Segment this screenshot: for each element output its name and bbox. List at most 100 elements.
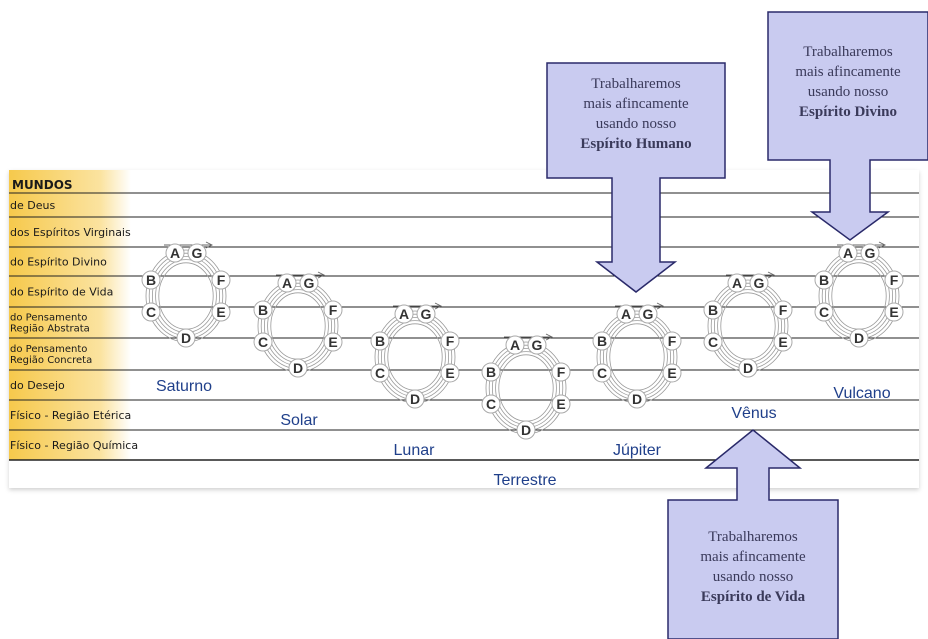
globe-letter: C	[375, 365, 385, 381]
period-name: Vênus	[731, 405, 776, 422]
globe-node	[592, 363, 612, 383]
globe-node	[141, 270, 161, 290]
world-label: Físico - Região Etérica	[10, 409, 131, 422]
globe-node	[773, 300, 793, 320]
callout-jupiter-emphasis: Espírito Humano	[580, 136, 692, 152]
globe-node	[211, 270, 231, 290]
globe-node	[884, 302, 904, 322]
globe-letter: D	[521, 422, 531, 438]
globe-node	[849, 328, 869, 348]
globe-letter: E	[667, 365, 676, 381]
globe-node	[505, 335, 525, 355]
globe-node	[616, 304, 636, 324]
globe-letter: B	[708, 302, 718, 318]
callout-venus-line-1: Trabalharemos	[708, 529, 798, 545]
period-name: Júpiter	[613, 442, 662, 459]
globe-letter: A	[282, 275, 292, 291]
globe-node	[884, 270, 904, 290]
globe-letter: A	[510, 337, 520, 353]
globe-letter: D	[181, 330, 191, 346]
globe-node	[299, 273, 319, 293]
globe-letter: A	[732, 275, 742, 291]
period-name: Saturno	[156, 378, 212, 395]
globe-letter: G	[754, 275, 765, 291]
globe-letter: C	[258, 334, 268, 350]
globe-letter: D	[410, 391, 420, 407]
globe-group: ABC D EFG	[141, 241, 231, 348]
worlds-header: MUNDOS	[12, 178, 73, 192]
globe-node	[370, 363, 390, 383]
callout-jupiter-line-2: mais afincamente	[583, 96, 689, 112]
globe-node	[323, 332, 343, 352]
globe-letter: F	[446, 333, 455, 349]
globe-node	[253, 300, 273, 320]
globe-letter: G	[192, 245, 203, 261]
globe-node	[440, 331, 460, 351]
globe-node	[627, 389, 647, 409]
globe-node	[176, 328, 196, 348]
callout-venus: Trabalharemos mais afincamente usando no…	[668, 527, 838, 607]
globe-letter: C	[597, 365, 607, 381]
callout-jupiter-line-3: usando nosso	[595, 116, 677, 132]
globe-letter: E	[328, 334, 337, 350]
world-label: do Desejo	[10, 379, 65, 392]
globe-letter: G	[865, 245, 876, 261]
globe-letter: F	[329, 302, 338, 318]
globe-node	[165, 243, 185, 263]
globe-group: ABC D EFG	[703, 271, 793, 378]
globe-letter: F	[779, 302, 788, 318]
callout-jupiter-arrow	[546, 62, 726, 293]
globe-node	[814, 302, 834, 322]
globe-letter: D	[293, 360, 303, 376]
globe-letter: B	[819, 272, 829, 288]
globe-letter: C	[819, 304, 829, 320]
globe-node	[277, 273, 297, 293]
callout-jupiter-line-1: Trabalharemos	[591, 76, 681, 92]
callout-vulcano-line-3: usando nosso	[807, 84, 889, 100]
globe-node	[323, 300, 343, 320]
globe-groups: ABCDEFGABCDEFGABCDEFGABCDEFGABCDEFGABCDE…	[141, 241, 904, 440]
globe-letter: B	[597, 333, 607, 349]
globe-node	[253, 332, 273, 352]
globe-letter: D	[743, 360, 753, 376]
globe-letter: E	[216, 304, 225, 320]
callout-arrows	[546, 11, 928, 639]
world-label: de Deus	[10, 199, 55, 212]
globe-letter: A	[170, 245, 180, 261]
globe-letter: C	[708, 334, 718, 350]
globe-letter: F	[668, 333, 677, 349]
globe-node	[703, 300, 723, 320]
period-names: SaturnoSolarLunarTerrestreJúpiterVênusVu…	[156, 378, 891, 489]
globe-letter: D	[854, 330, 864, 346]
callout-venus-line-2: mais afincamente	[700, 549, 806, 565]
world-label: Físico - Região Química	[10, 439, 138, 452]
world-label: do Espírito de Vida	[10, 286, 113, 299]
world-label-column	[9, 170, 131, 460]
globe-letter: C	[146, 304, 156, 320]
globe-letter: E	[556, 396, 565, 412]
globe-node	[860, 243, 880, 263]
globe-node	[416, 304, 436, 324]
period-name: Vulcano	[833, 385, 890, 402]
period-name: Lunar	[394, 442, 436, 459]
world-label: dos Espíritos Virginais	[10, 226, 131, 239]
globe-letter: C	[486, 396, 496, 412]
callout-venus-line-3: usando nosso	[712, 569, 794, 585]
globe-letter: F	[217, 272, 226, 288]
globe-letter: E	[778, 334, 787, 350]
globe-letter: B	[375, 333, 385, 349]
globe-letter: B	[146, 272, 156, 288]
globe-node	[405, 389, 425, 409]
globe-node	[592, 331, 612, 351]
globe-node	[814, 270, 834, 290]
callout-vulcano-arrow	[767, 11, 928, 241]
diagram-panel	[9, 170, 919, 488]
world-label: do Pensamento	[10, 344, 87, 355]
globe-letter: F	[890, 272, 899, 288]
